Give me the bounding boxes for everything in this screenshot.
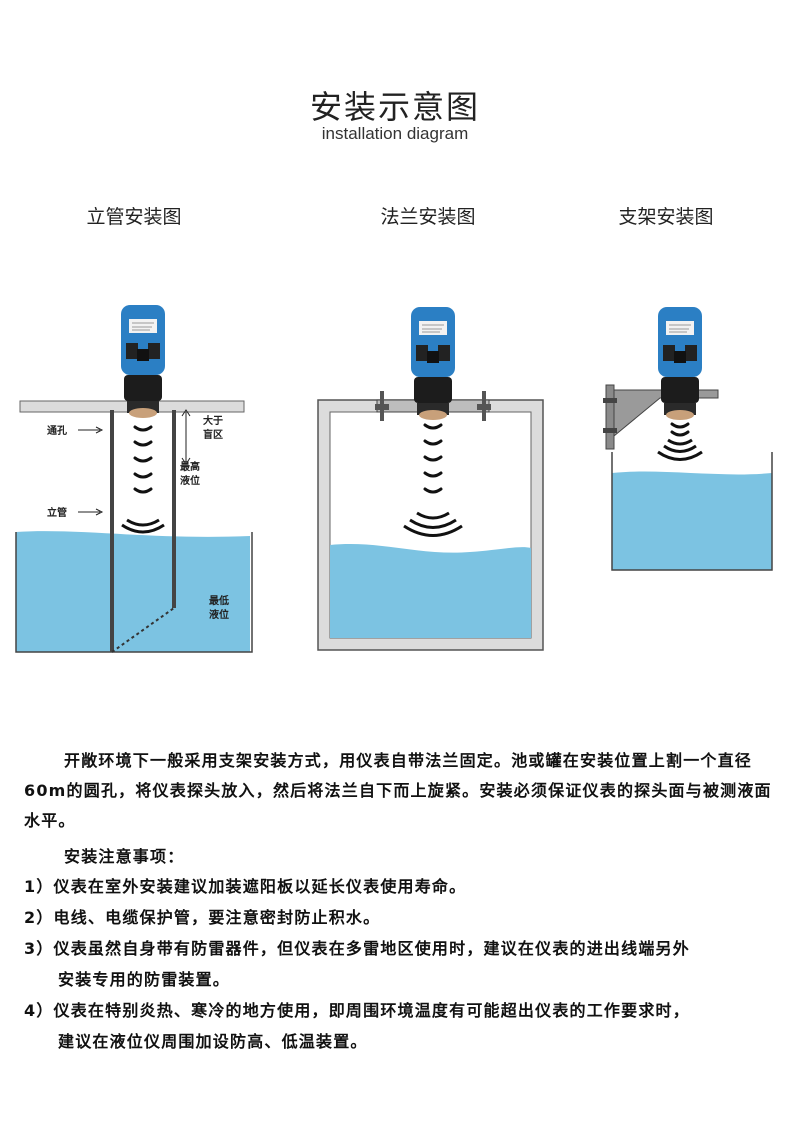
note-2: 2）电线、电缆保护管，要注意密封防止积水。 (24, 908, 381, 927)
flange-bolts (375, 391, 491, 421)
label-max: 最高 (180, 460, 200, 473)
riser-signal-waves (121, 425, 165, 534)
blind-zone-marker (181, 409, 191, 465)
riser-min-level-line (111, 607, 175, 653)
label-greater-than: 大于 (203, 414, 223, 427)
tank-outline (15, 532, 253, 653)
bracket-sensor (657, 306, 703, 421)
installation-paragraph: 开敞环境下一般采用支架安装方式，用仪表自带法兰固定。池或罐在安装位置上割一个直径… (24, 751, 772, 830)
page-subtitle: installation diagram (321, 124, 469, 143)
flange-signal-waves (403, 423, 463, 537)
label-min: 最低 (209, 594, 229, 607)
bracket-wall-plate (605, 384, 615, 450)
label-max-level: 液位 (180, 474, 200, 487)
flange-sensor (410, 306, 456, 421)
note-3: 3）仪表虽然自身带有防雷器件，但仪表在多雷地区使用时，建议在仪表的进出线端另外 (24, 939, 690, 958)
riser-diagram-title: 立管安装图 (86, 206, 182, 228)
page-title: 安装示意图 (309, 88, 480, 126)
note-3-continued: 安装专用的防雷装置。 (58, 970, 231, 989)
label-through-hole: 通孔 (47, 424, 67, 437)
flange-diagram (317, 306, 544, 651)
label-min-level: 液位 (209, 608, 229, 621)
bracket-signal-waves (657, 422, 703, 461)
tank-water (330, 544, 531, 638)
note-1: 1）仪表在室外安装建议加装遮阳板以延长仪表使用寿命。 (24, 877, 467, 896)
riser-diagram: 通孔 立管 大于 盲区 最高 液位 最低 液位 (15, 304, 253, 653)
notes-heading: 安装注意事项： (64, 847, 185, 866)
note-4-continued: 建议在液位仪周围加设防高、低温装置。 (58, 1032, 368, 1051)
bracket-diagram (603, 306, 773, 571)
label-blind-zone: 盲区 (203, 428, 223, 441)
tank-water (16, 531, 250, 652)
tank-outline (611, 452, 773, 571)
installation-diagrams: 通孔 立管 大于 盲区 最高 液位 最低 液位 (15, 304, 773, 653)
tank-water (612, 471, 772, 570)
flange-diagram-title: 法兰安装图 (380, 206, 476, 228)
note-4: 4）仪表在特别炎热、寒冷的地方使用，即周围环境温度有可能超出仪表的工作要求时， (24, 1001, 690, 1020)
bracket-diagram-title: 支架安装图 (618, 206, 714, 228)
label-riser-pipe: 立管 (47, 506, 67, 519)
riser-sensor (120, 304, 166, 419)
